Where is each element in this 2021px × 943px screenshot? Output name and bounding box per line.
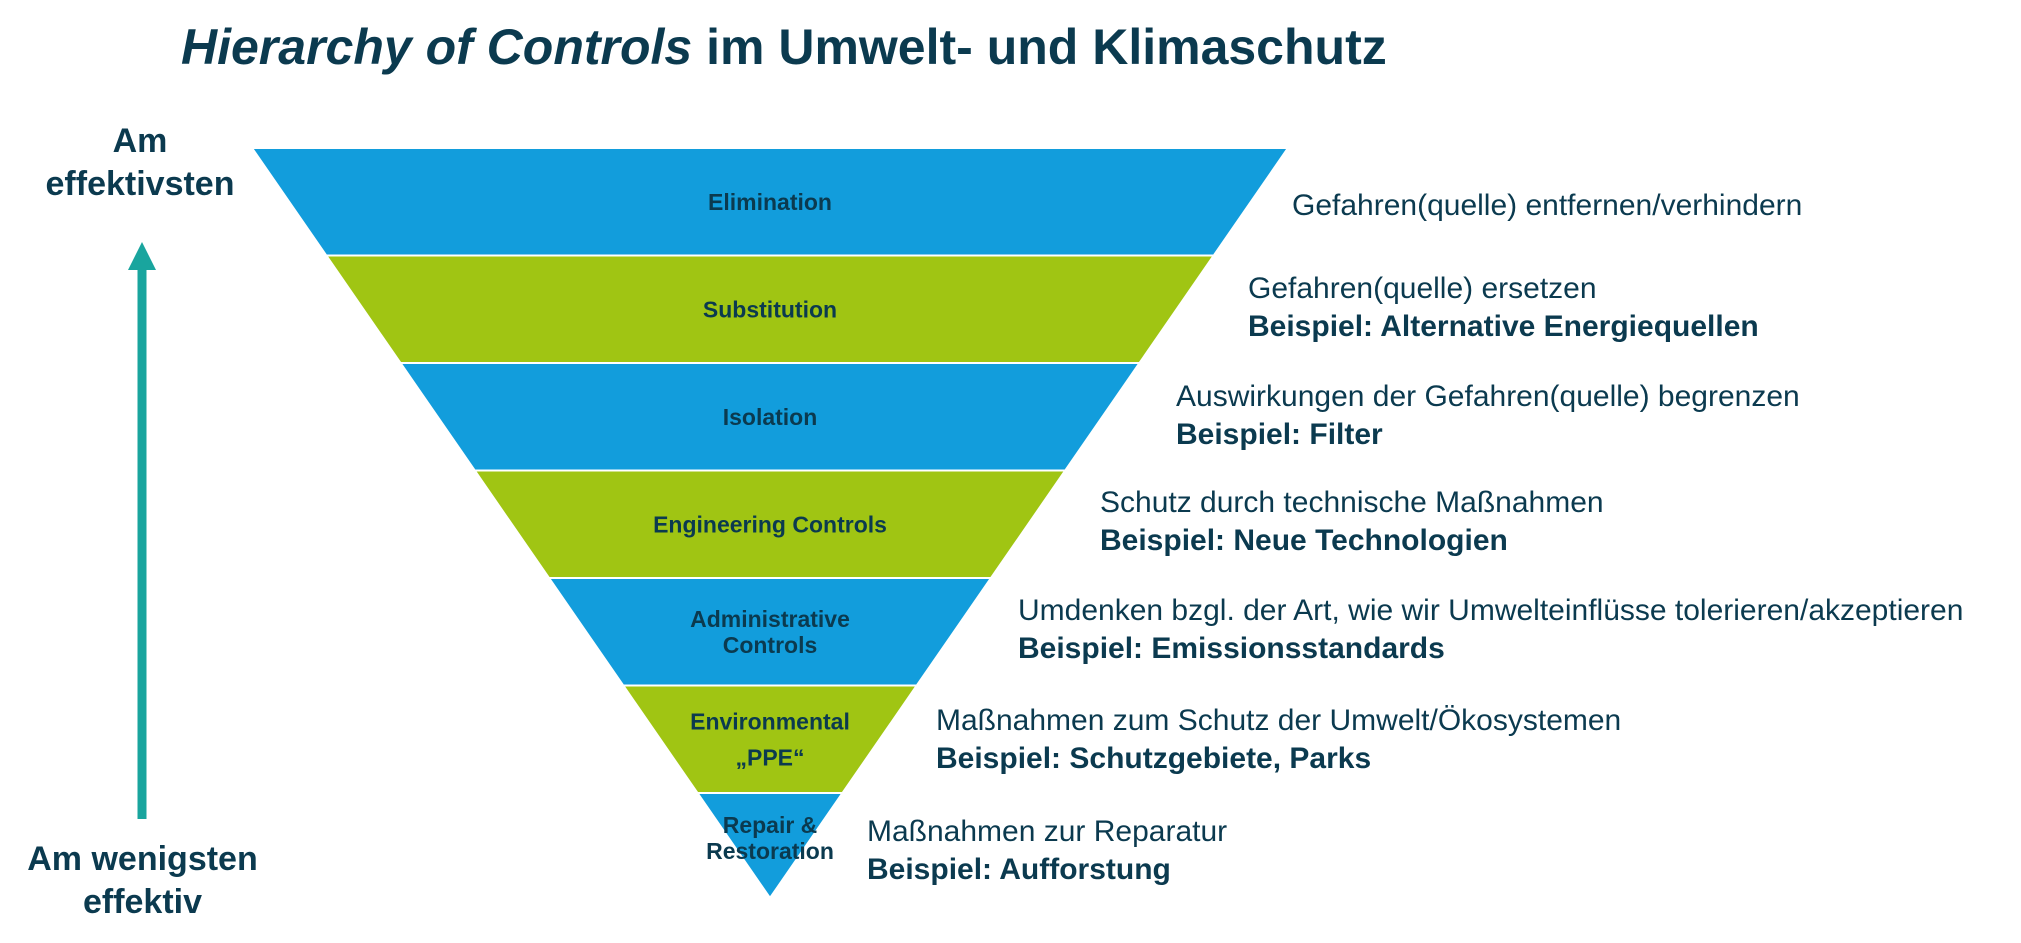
tier-example-text: Beispiel: Schutzgebiete, Parks [936,742,1372,775]
tier-description-text: Schutz durch technische Maßnahmen [1100,486,1604,519]
tier-example-text: Beispiel: Alternative Energiequellen [1248,310,1759,343]
tier-label-6-line2: „PPE“ [735,744,804,770]
tier-label-1: Elimination [708,189,832,215]
least-effective-label-line2: effektiv [82,883,203,921]
page-title: Hierarchy of Controls im Umwelt- und Kli… [181,18,1387,76]
pyramid-tier-7 [695,792,845,900]
tier-description-6: Maßnahmen zum Schutz der Umwelt/Ökosyste… [936,702,1621,778]
arrow-head [128,242,156,270]
tier-label-5-line1: Administrative [690,606,850,632]
tier-example-text: Beispiel: Neue Technologien [1100,524,1508,557]
most-effective-label-line2: effektivsten [45,165,235,203]
most-effective-label-line1: Am [112,122,168,160]
tier-label-7-line1: Repair & [723,812,818,838]
tier-description-text: Gefahren(quelle) entfernen/verhindern [1292,189,1803,222]
title-italic-part: Hierarchy of Controls [181,19,693,75]
effectiveness-arrow-icon [128,242,156,819]
tier-label-4: Engineering Controls [653,511,887,537]
tier-description-text: Auswirkungen der Gefahren(quelle) begren… [1176,380,1800,413]
tier-description-text: Maßnahmen zum Schutz der Umwelt/Ökosyste… [936,704,1622,737]
tier-description-5: Umdenken bzgl. der Art, wie wir Umweltei… [1018,592,1963,668]
tier-description-1: Gefahren(quelle) entfernen/verhindern [1292,187,1802,225]
tier-example-text: Beispiel: Emissionsstandards [1018,632,1445,665]
least-effective-label-line1: Am wenigsten [27,840,258,878]
most-effective-label: Am effektivsten [20,120,260,206]
tier-description-text: Umdenken bzgl. der Art, wie wir Umweltei… [1018,594,1964,627]
tier-description-3: Auswirkungen der Gefahren(quelle) begren… [1176,378,1800,454]
pyramid-tier-6 [621,684,919,794]
tier-label-5-line2: Controls [723,632,818,658]
least-effective-label: Am wenigsten effektiv [0,838,285,924]
tier-example-text: Beispiel: Filter [1176,418,1383,451]
tier-description-text: Gefahren(quelle) ersetzen [1248,272,1597,305]
tier-label-2: Substitution [703,296,837,322]
tier-label-7-line2: Restoration [706,838,834,864]
tier-description-text: Maßnahmen zur Reparatur [867,815,1228,848]
tier-label-6-line1: Environmental [690,708,850,734]
title-rest: im Umwelt- und Klimaschutz [692,19,1387,75]
tier-example-text: Beispiel: Aufforstung [867,853,1171,886]
tier-label-3: Isolation [723,404,818,430]
